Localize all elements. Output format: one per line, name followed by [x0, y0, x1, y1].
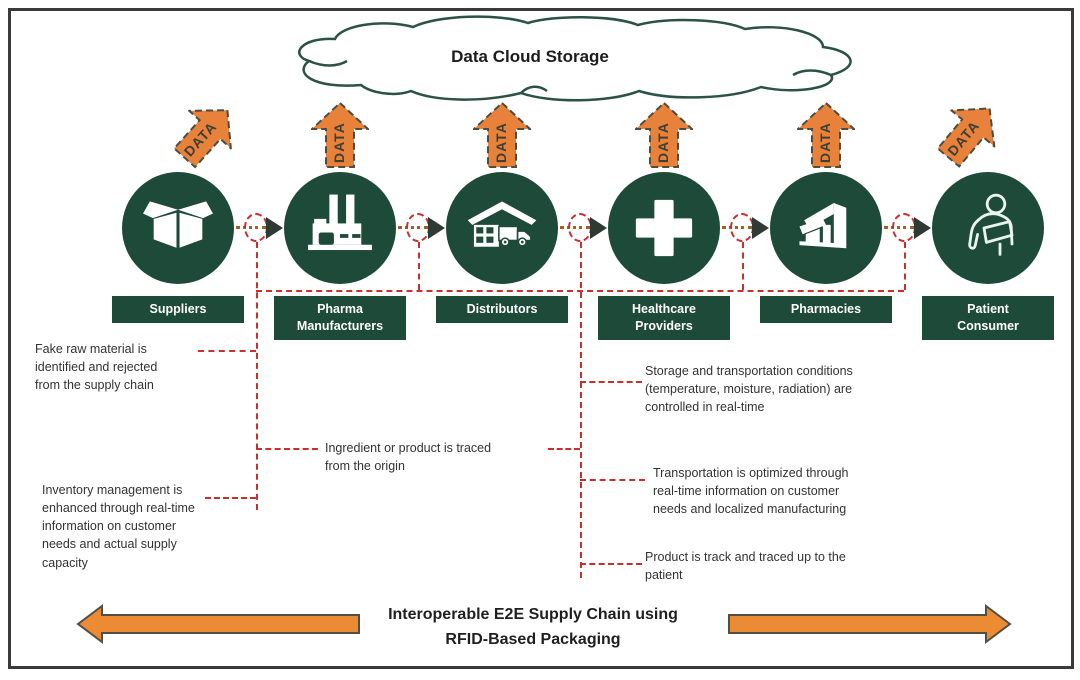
diagram-frame [8, 8, 1074, 669]
note-ingredient-trace: Ingredient or product is traced from the… [325, 441, 492, 474]
data-label: DATA [817, 122, 833, 163]
footer-title: Interoperable E2E Supply Chain using RFI… [388, 606, 678, 648]
trace-vertical-left [256, 242, 258, 510]
connector-fake-note [198, 350, 256, 352]
connector-transport-note [580, 479, 645, 481]
note-fake-material: Fake raw material is identified and reje… [35, 342, 158, 393]
connector-inventory-note [205, 497, 256, 499]
data-label: DATA [655, 122, 671, 163]
connector-ingredient-right [548, 448, 580, 450]
rfid-checkpoint-circle [568, 213, 592, 242]
rfid-checkpoint-circle [730, 213, 754, 242]
note-inventory: Inventory management is enhanced through… [42, 483, 195, 570]
cloud-title: Data Cloud Storage [451, 47, 609, 66]
stage-circle-pharma [284, 172, 396, 284]
stage-label-distributors: Distributors [436, 296, 568, 323]
stage-label-pharma: Pharma Manufacturers [274, 296, 406, 340]
box-icon [143, 201, 213, 248]
stage-circle-patient [932, 172, 1044, 284]
rfid-checkpoint-circle [244, 213, 268, 242]
data-arrow-distributors: DATA [473, 102, 531, 168]
connector-storage-note [580, 381, 642, 383]
flow-arrowhead-icon [266, 217, 283, 239]
stage-circle-suppliers [122, 172, 234, 284]
flow-arrowhead-icon [428, 217, 445, 239]
stage-label-patient: Patient Consumer [922, 296, 1054, 340]
note-storage-conditions: Storage and transportation conditions (t… [645, 364, 853, 415]
right-arrow-icon [728, 604, 1012, 644]
stage-label-suppliers: Suppliers [112, 296, 244, 323]
cloud-icon [298, 15, 852, 102]
flow-arrowhead-icon [752, 217, 769, 239]
connector-ingredient-left [256, 448, 318, 450]
trace-vertical-right [580, 242, 582, 578]
trace-stub [904, 242, 906, 290]
stage-label-healthcare: Healthcare Providers [598, 296, 730, 340]
rfid-checkpoint-circle [892, 213, 916, 242]
pharmacy-store-icon [799, 203, 847, 249]
note-transport-optimized: Transportation is optimized through real… [653, 466, 849, 517]
flow-arrowhead-icon [914, 217, 931, 239]
data-arrow-healthcare: DATA [635, 102, 693, 168]
medical-cross-icon [635, 199, 693, 257]
flow-arrowhead-icon [590, 217, 607, 239]
data-arrow-patient: DATA [926, 89, 1013, 177]
stage-circle-pharmacies [770, 172, 882, 284]
warehouse-truck-icon [467, 201, 537, 247]
connector-product-note [580, 563, 642, 565]
data-arrow-pharma: DATA [311, 102, 369, 168]
rfid-checkpoint-circle [406, 213, 430, 242]
data-arrow-suppliers: DATA [162, 90, 249, 178]
trace-stub [742, 242, 744, 290]
trace-stub [418, 242, 420, 290]
left-arrow-icon [76, 604, 360, 644]
patient-sling-icon [968, 193, 1014, 256]
data-label: DATA [493, 122, 509, 163]
stage-circle-healthcare [608, 172, 720, 284]
stage-label-pharmacies: Pharmacies [760, 296, 892, 323]
data-arrow-pharmacies: DATA [797, 102, 855, 168]
stage-circle-distributors [446, 172, 558, 284]
note-product-traced: Product is track and traced up to the pa… [645, 550, 846, 583]
factory-icon [308, 194, 372, 251]
data-label: DATA [331, 122, 347, 163]
